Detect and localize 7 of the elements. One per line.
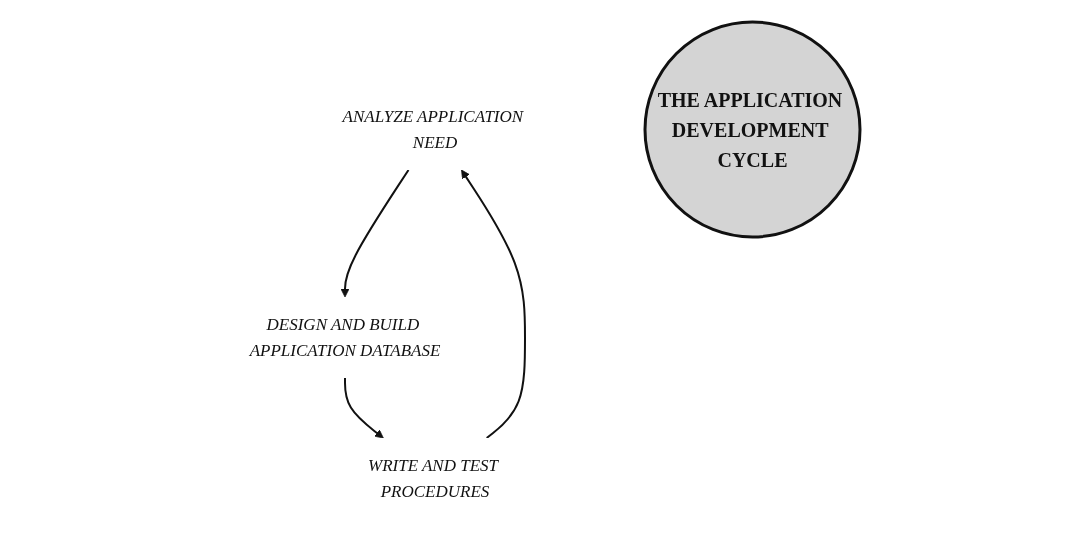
node-text: ANALYZE APPLICATION NEED [342,107,524,152]
arrow [340,169,410,298]
arrow [344,377,384,439]
node-text: WRITE AND TEST PROCEDURES [368,456,498,501]
node-circle: THE APPLICATION DEVELOPMENT CYCLE [643,20,862,239]
arrow [461,169,526,439]
node-text: DESIGN AND BUILD APPLICATION DATABASE [249,315,441,360]
